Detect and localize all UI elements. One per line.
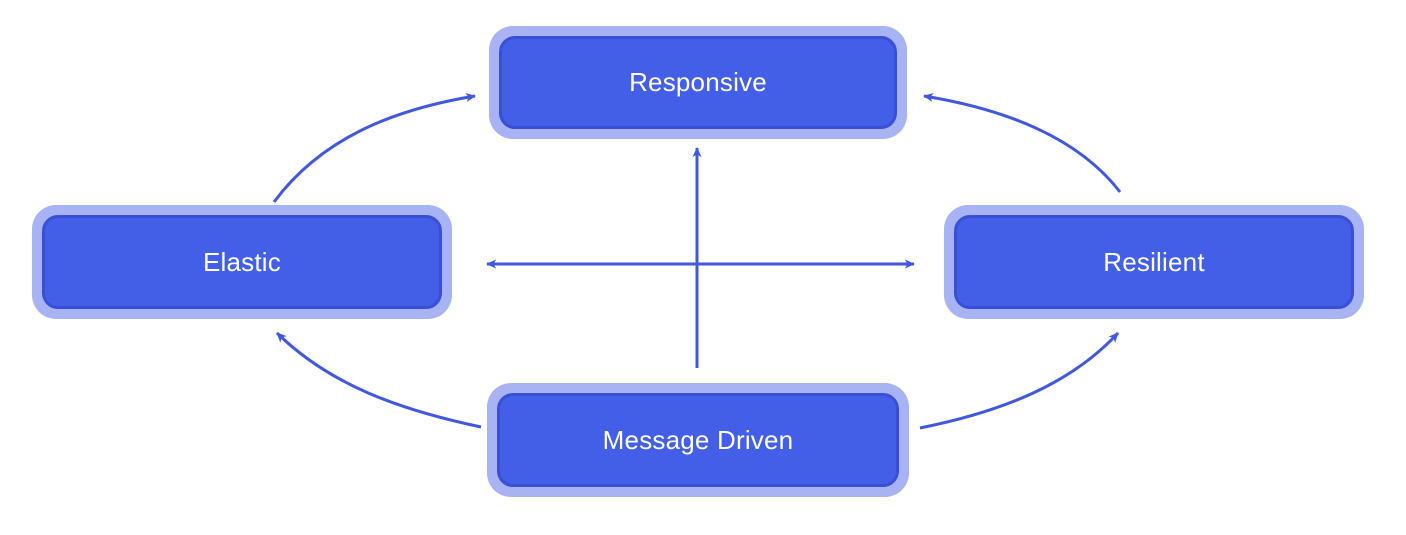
node-resilient: Resilient: [944, 205, 1364, 319]
edge-elastic-to-responsive: [272, 92, 476, 203]
node-responsive-box: Responsive: [499, 36, 897, 129]
node-responsive: Responsive: [489, 26, 907, 139]
node-elastic: Elastic: [32, 205, 452, 319]
node-responsive-label: Responsive: [629, 67, 767, 97]
edge-message-to-resilient: [919, 331, 1120, 430]
node-message-driven: Message Driven: [487, 383, 909, 497]
edge-resilient-to-responsive: [923, 92, 1122, 193]
node-message-driven-label: Message Driven: [602, 424, 794, 455]
node-elastic-box: Elastic: [42, 215, 442, 309]
edge-message-to-elastic: [275, 331, 482, 429]
node-message-driven-box: Message Driven: [497, 393, 899, 487]
node-elastic-label: Elastic: [203, 246, 281, 277]
node-resilient-box: Resilient: [954, 215, 1354, 309]
node-resilient-label: Resilient: [1103, 246, 1205, 277]
